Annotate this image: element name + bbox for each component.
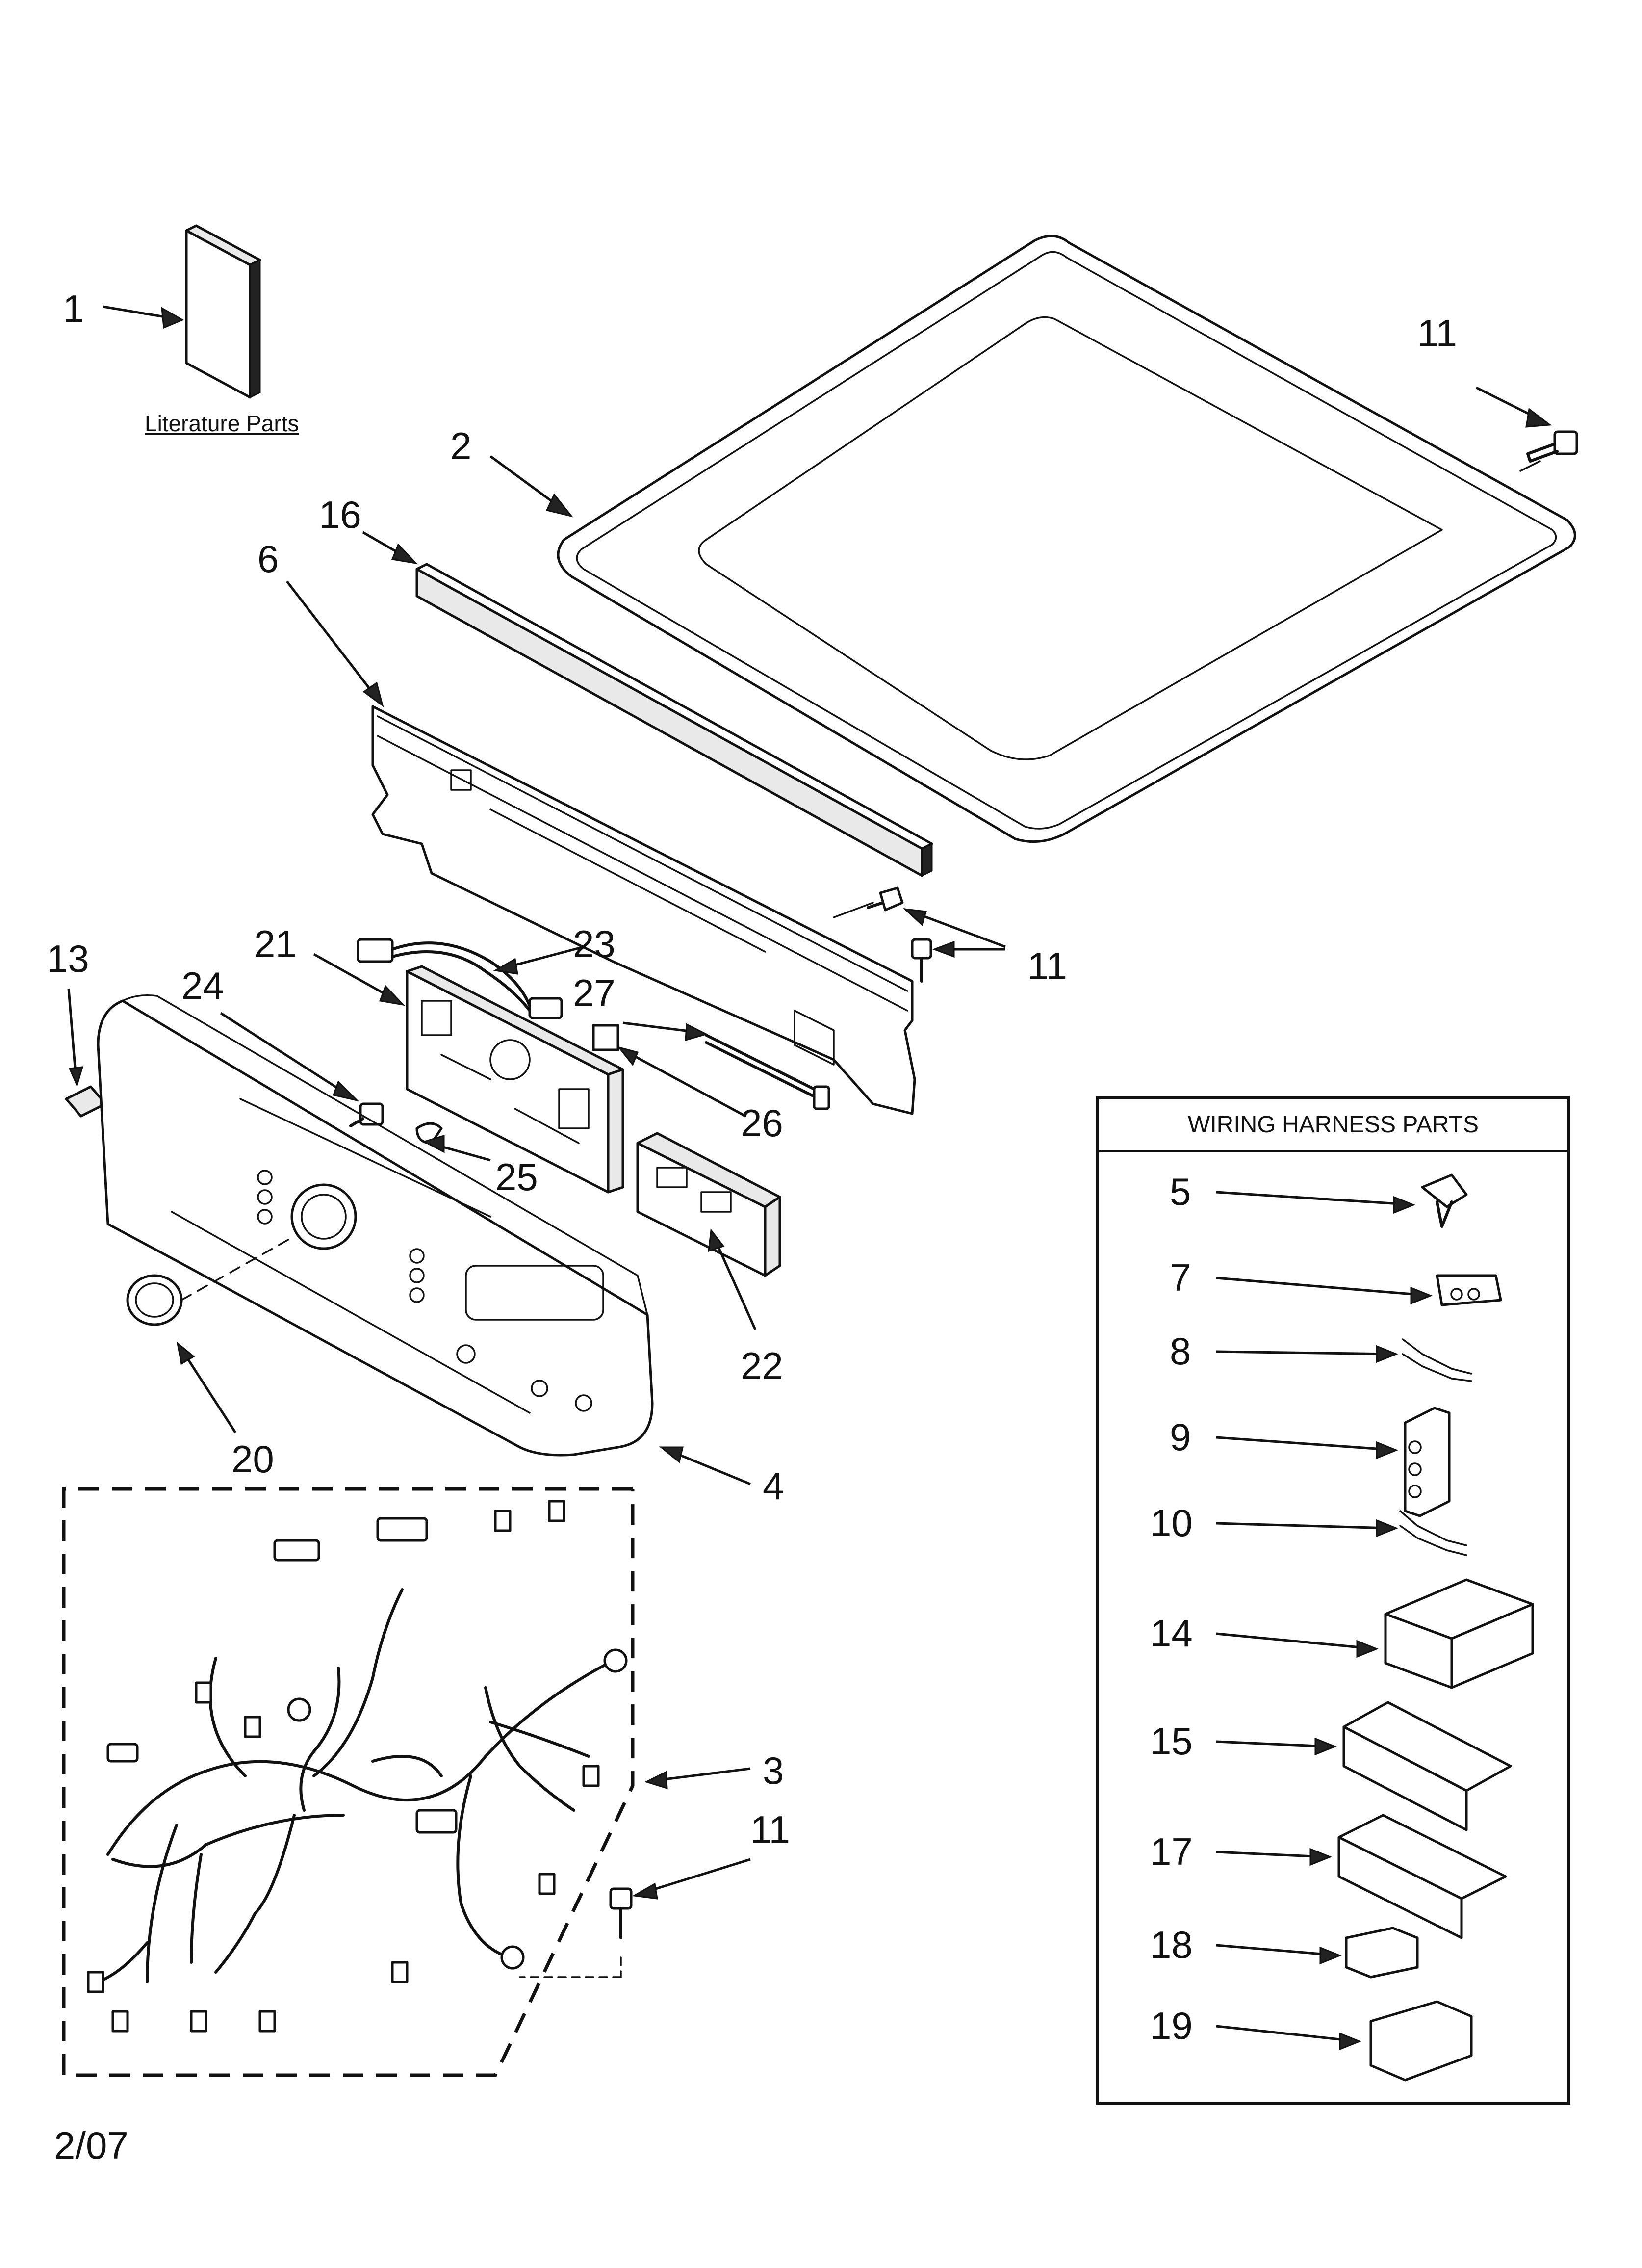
harness-callout-18: 18 — [1150, 1923, 1193, 1966]
callout-27: 27 — [573, 971, 616, 1015]
callout-25: 25 — [495, 1155, 538, 1199]
callout-23: 23 — [573, 922, 616, 965]
callout-21: 21 — [254, 922, 297, 965]
callout-26: 26 — [741, 1101, 783, 1145]
callout-13: 13 — [47, 937, 89, 980]
harness-callout-8: 8 — [1170, 1330, 1191, 1373]
harness-part-icons — [1216, 1173, 1534, 2082]
harness-callout-15: 15 — [1150, 1720, 1193, 1763]
wiring-harness-parts-box: WIRING HARNESS PARTS — [1096, 1096, 1570, 2105]
control-knob — [126, 1235, 295, 1434]
harness-callout-7: 7 — [1170, 1256, 1191, 1299]
callout-24: 24 — [181, 964, 224, 1007]
callout-2: 2 — [450, 424, 472, 468]
screw-bottom — [519, 1858, 751, 1978]
top-panel — [489, 235, 1576, 843]
trim-strip — [362, 531, 933, 877]
callout-3: 3 — [763, 1749, 784, 1792]
harness-callout-17: 17 — [1150, 1830, 1193, 1873]
ui-board — [636, 1132, 781, 1330]
callout-6: 6 — [257, 537, 279, 580]
harness-callout-5: 5 — [1170, 1170, 1191, 1213]
screws-bracket — [833, 886, 1006, 983]
callout-11-top: 11 — [1417, 312, 1457, 355]
callout-4: 4 — [763, 1464, 784, 1508]
callout-1: 1 — [63, 287, 84, 330]
harness-callout-9: 9 — [1170, 1415, 1191, 1459]
console-bracket — [286, 580, 916, 1115]
callout-11-mid: 11 — [1027, 944, 1067, 988]
harness-callout-14: 14 — [1150, 1612, 1193, 1655]
small-harness — [357, 938, 584, 1019]
harness-callout-10: 10 — [1150, 1501, 1193, 1544]
screw-top-right — [1475, 386, 1578, 472]
harness-box-title: WIRING HARNESS PARTS — [1099, 1099, 1567, 1152]
literature-parts-label: Literature Parts — [145, 411, 299, 436]
cable-tie-and-clip — [592, 1021, 830, 1118]
callout-22: 22 — [741, 1344, 783, 1387]
date-code: 2/07 — [54, 2124, 128, 2167]
callout-20: 20 — [231, 1437, 274, 1481]
callout-16: 16 — [319, 493, 361, 536]
callout-11-bottom: 11 — [750, 1808, 790, 1851]
control-board — [313, 953, 624, 1194]
control-console — [97, 994, 751, 1486]
harness-callout-19: 19 — [1150, 2004, 1193, 2047]
literature-booklet — [103, 224, 261, 399]
main-wiring-harness — [62, 1487, 751, 2077]
